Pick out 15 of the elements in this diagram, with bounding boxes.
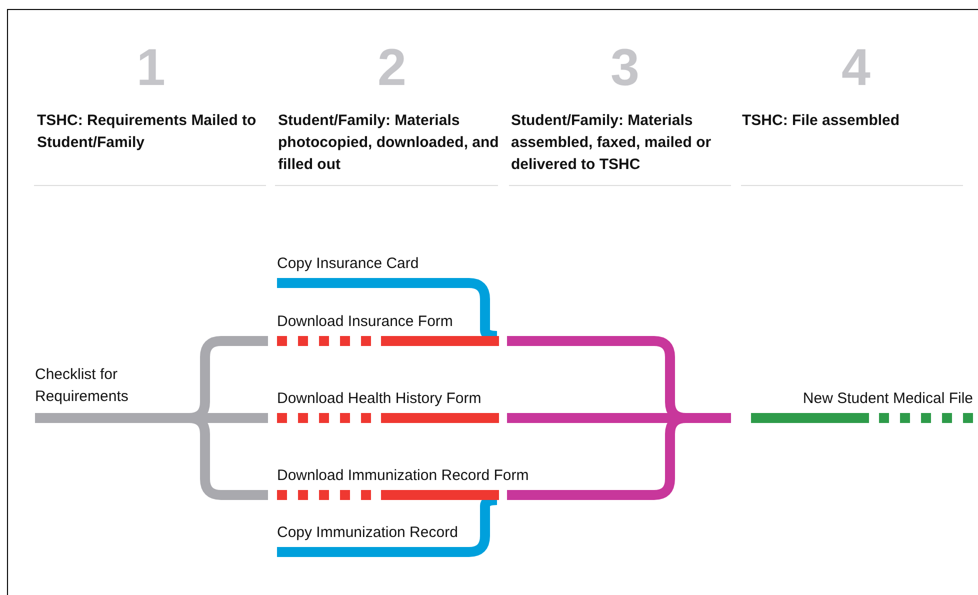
step-title: TSHC: File assembled [742,111,900,131]
step-label: Copy Immunization Record [277,522,458,544]
step-title: TSHC: Requirements Mailed to Student/Family [37,111,258,153]
step-label: Download Health History Form [277,389,482,409]
step-label: Download Insurance Form [277,312,453,332]
step-title: Student/Family: Materials assembled, faxed, mailed or delivered to TSHC [511,111,712,175]
step-label: Copy Insurance Card [277,253,419,275]
step-number: 1 [136,40,166,96]
step-number: 2 [378,40,406,96]
step-label: Checklist for Requirements [35,365,130,407]
step-number: 3 [610,40,640,96]
step-title: Student/Family: Materials photocopied, downloaded, and filled out [278,111,500,175]
step-label: New Student Medical File [802,389,973,409]
step-number: 4 [842,40,870,96]
step-label: Download Immunization Record Form [277,466,529,486]
